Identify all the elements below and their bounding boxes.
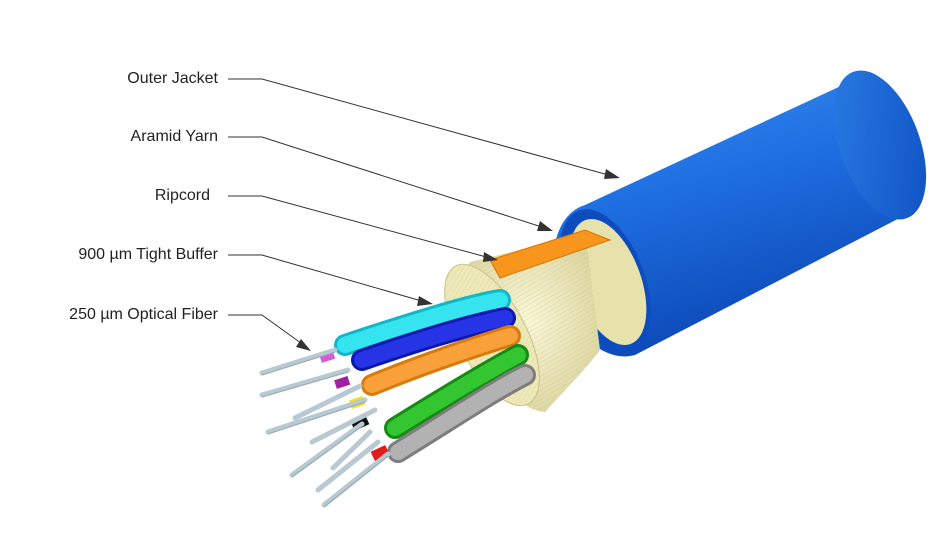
label-ripcord: Ripcord	[154, 187, 210, 204]
label-tight-buffer: 900 µm Tight Buffer	[78, 246, 218, 263]
label-optical-fiber: 250 µm Optical Fiber	[69, 306, 218, 323]
ripcord	[489, 229, 612, 279]
outer-jacket	[553, 70, 927, 357]
label-outer-jacket: Outer Jacket	[127, 70, 218, 87]
leader-arrowheads	[296, 169, 620, 351]
tight-buffers	[334, 289, 536, 463]
optical-fibers	[259, 347, 391, 508]
leader-lines	[228, 78, 613, 347]
label-aramid-yarn: Aramid Yarn	[130, 128, 218, 145]
